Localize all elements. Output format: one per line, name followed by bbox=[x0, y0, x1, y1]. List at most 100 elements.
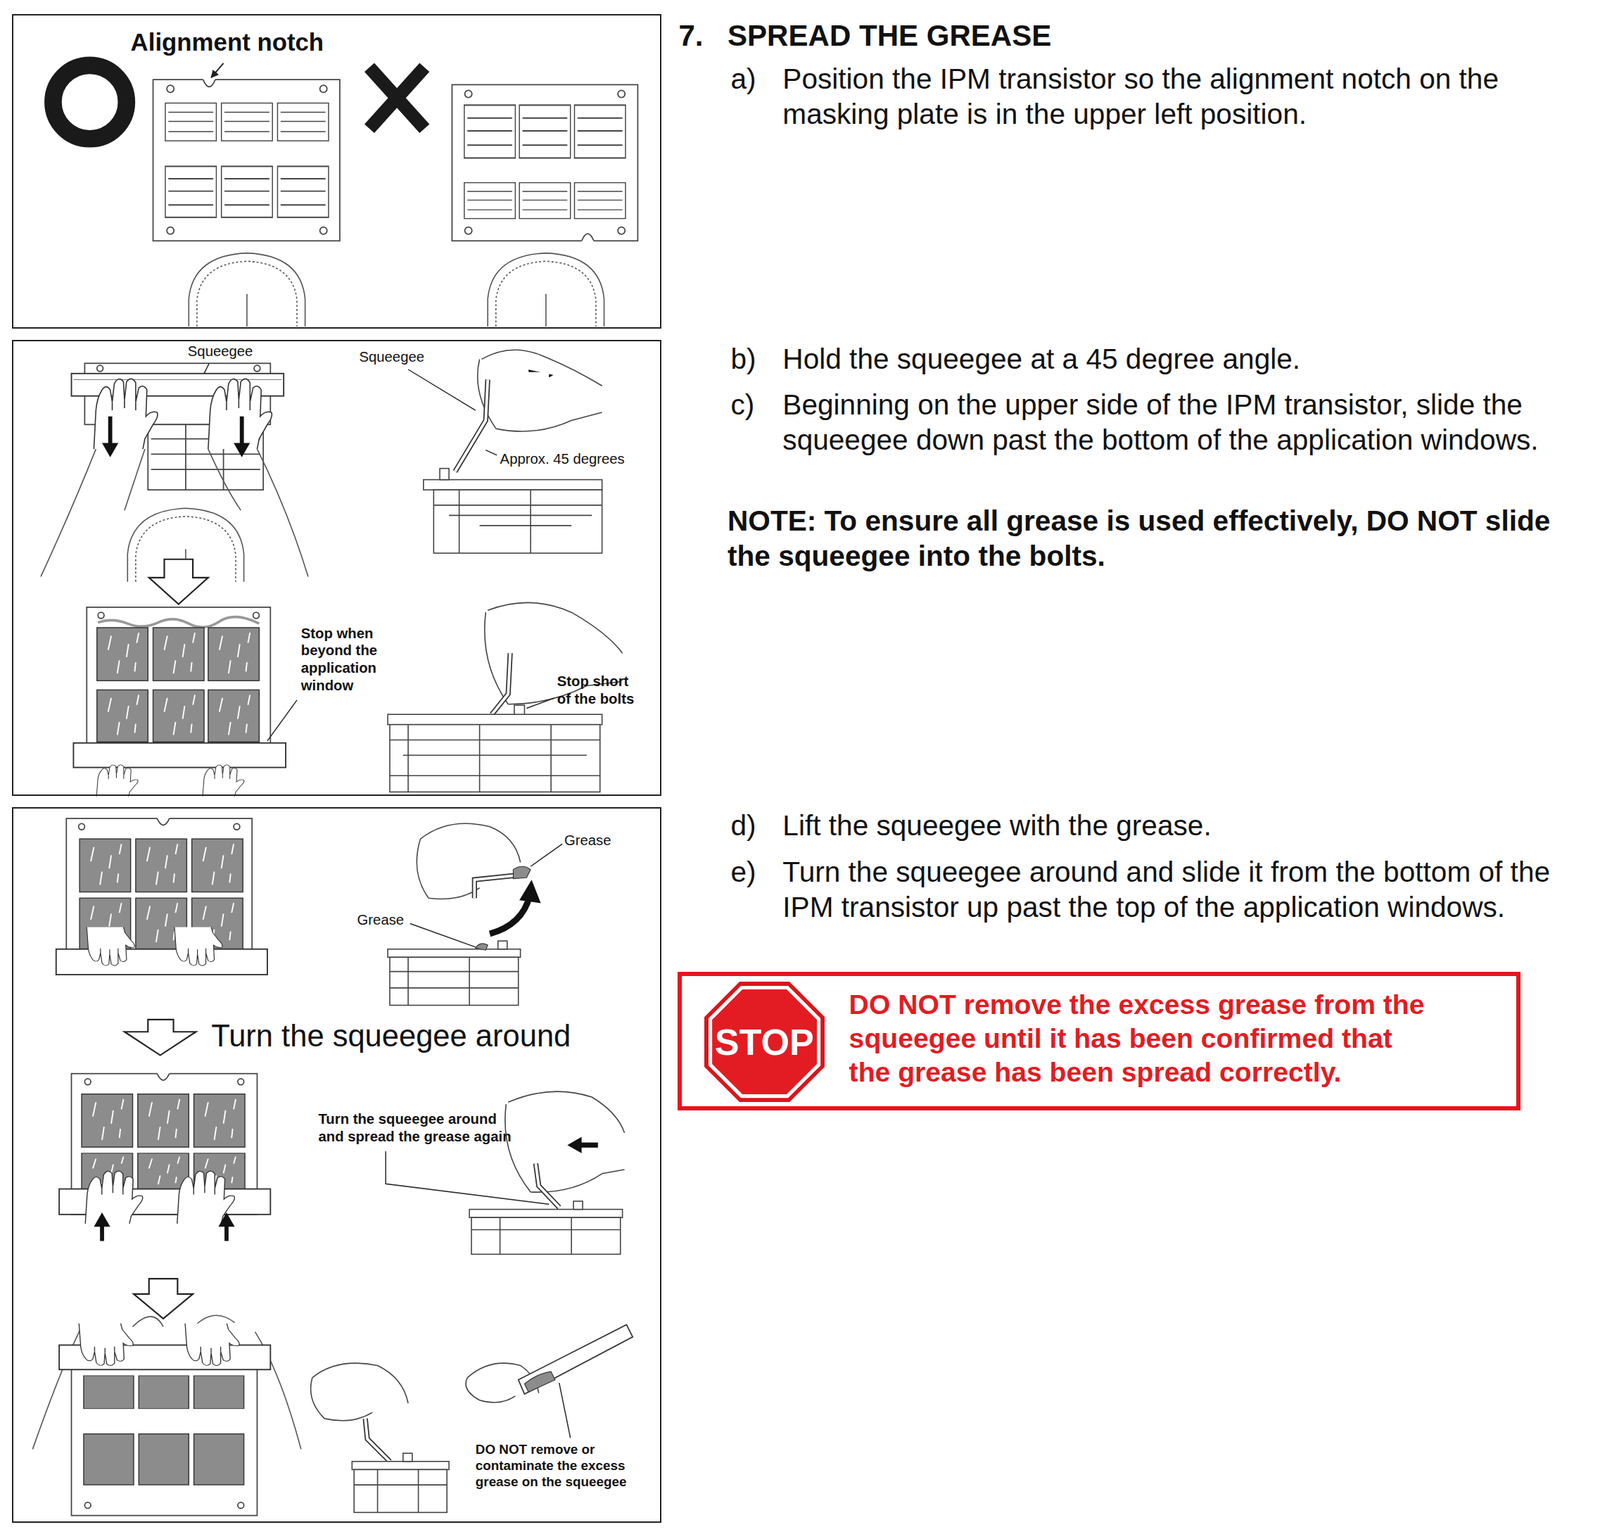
illustration-part bbox=[351, 1452, 449, 1513]
illustration-part bbox=[99, 1224, 105, 1241]
illustration-part bbox=[97, 627, 149, 681]
step-text: Lift the squeegee with the grease. bbox=[782, 808, 1591, 844]
illustration-part bbox=[491, 652, 511, 715]
part-label: Grease bbox=[357, 911, 405, 929]
leader-line bbox=[410, 923, 476, 947]
illustration-part bbox=[581, 233, 594, 241]
illustration-part bbox=[137, 1094, 190, 1147]
illustration-part bbox=[471, 1217, 621, 1254]
leader-line bbox=[204, 363, 209, 374]
illustration-part bbox=[221, 102, 273, 141]
part-label: Squeegee bbox=[187, 342, 254, 361]
illustration-part bbox=[387, 714, 603, 725]
stop-sign: STOP bbox=[704, 981, 825, 1102]
illustration-part bbox=[208, 627, 260, 681]
stop-octagon-ring bbox=[709, 987, 819, 1097]
leader-line bbox=[267, 700, 297, 741]
illustration-part bbox=[389, 956, 519, 1005]
illustration-part bbox=[579, 1142, 599, 1148]
illustration-part bbox=[389, 724, 601, 793]
illustration-part bbox=[79, 838, 131, 892]
illustration-part bbox=[365, 1418, 390, 1462]
illustration-part bbox=[514, 705, 525, 715]
illustration-part bbox=[469, 1201, 623, 1254]
illustration-part bbox=[365, 1418, 390, 1462]
illustration-part bbox=[221, 166, 273, 217]
illustration-part bbox=[320, 227, 328, 235]
illustration-part bbox=[32, 1315, 301, 1449]
illustration-part bbox=[174, 926, 223, 966]
instruction-label: Turn the squeegee around and spread the … bbox=[318, 1110, 518, 1146]
substep-letter: b) bbox=[730, 341, 756, 378]
illustration-part bbox=[233, 823, 240, 830]
illustration-part bbox=[93, 378, 158, 449]
illustration-part bbox=[574, 182, 626, 219]
step-text: Turn the squeegee around and slide it fr… bbox=[782, 854, 1591, 926]
illustration-part bbox=[218, 1212, 235, 1227]
leader-line bbox=[408, 369, 476, 411]
illustration-part bbox=[387, 705, 603, 792]
illustration-part bbox=[474, 875, 513, 898]
illustration-part bbox=[135, 838, 188, 892]
flow-arrow bbox=[149, 559, 209, 605]
illustration-part bbox=[71, 1357, 258, 1516]
leader-line bbox=[526, 697, 554, 709]
illustration-part bbox=[156, 816, 169, 821]
illustration-part bbox=[475, 943, 488, 950]
illustration-part bbox=[387, 949, 521, 958]
step-number: 7. bbox=[678, 17, 703, 55]
illustration-part bbox=[433, 489, 602, 554]
illustration-part bbox=[208, 378, 273, 449]
illustration-part bbox=[138, 1375, 189, 1409]
illustration-part bbox=[166, 85, 174, 93]
correct-symbol bbox=[52, 65, 126, 139]
warning-box: STOPDO NOT remove the excess grease from… bbox=[677, 971, 1521, 1111]
illustration-part bbox=[78, 1323, 133, 1366]
illustration-part bbox=[194, 1094, 246, 1147]
illustration-part bbox=[617, 90, 625, 98]
illustration-part bbox=[487, 253, 604, 327]
illustration-part bbox=[188, 253, 305, 327]
illustration-part bbox=[477, 349, 603, 432]
masking-plate bbox=[451, 84, 638, 243]
step-caption: Turn the squeegee around bbox=[211, 1017, 571, 1056]
illustration-part bbox=[97, 689, 149, 742]
step-text: Beginning on the upper side of the IPM t… bbox=[782, 387, 1591, 459]
illustration-part bbox=[455, 379, 488, 473]
illustration-part bbox=[491, 652, 511, 715]
illustration-part bbox=[469, 1209, 623, 1218]
angle-label: Approx. 45 degrees bbox=[500, 450, 625, 468]
section-title: SPREAD THE GREASE bbox=[727, 17, 1052, 55]
illustration-part bbox=[202, 764, 245, 797]
warning-text: DO NOT remove the excess grease from the… bbox=[849, 987, 1437, 1090]
illustration-part bbox=[567, 1137, 582, 1154]
illustration-part bbox=[32, 1316, 164, 1450]
illustration-part bbox=[519, 182, 571, 219]
masking-plate bbox=[153, 77, 340, 241]
illustration-part bbox=[137, 1153, 190, 1190]
illustration-part bbox=[524, 1371, 556, 1392]
illustration-part bbox=[320, 85, 328, 93]
illustration-part bbox=[617, 227, 625, 235]
illustration-part bbox=[97, 365, 104, 372]
illustration-part bbox=[93, 1212, 110, 1227]
illustration-part bbox=[156, 818, 169, 825]
illustration-part bbox=[97, 612, 105, 619]
illustration-part bbox=[387, 940, 521, 1005]
illustration-part bbox=[465, 90, 473, 98]
illustration-part bbox=[416, 823, 520, 899]
illustration-part bbox=[194, 1375, 245, 1409]
illustration-part bbox=[455, 379, 488, 473]
illustration-part bbox=[81, 1094, 133, 1147]
illustration-part bbox=[192, 838, 244, 892]
illustration-part bbox=[451, 84, 638, 241]
illustration-part bbox=[102, 442, 119, 457]
illustration-part bbox=[239, 416, 245, 446]
leader-line bbox=[211, 63, 224, 78]
illustration-part bbox=[208, 689, 260, 742]
figure-panel: SqueegeeSqueegeeApprox. 45 degreesStop w… bbox=[11, 339, 661, 796]
illustration-part bbox=[97, 617, 259, 628]
illustration-part bbox=[573, 1201, 583, 1210]
